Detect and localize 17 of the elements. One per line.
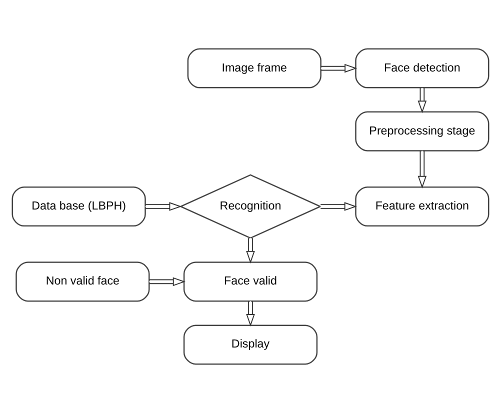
node-box: Non valid face <box>16 261 150 302</box>
arrow <box>320 63 358 72</box>
node-box: Face detection <box>355 48 490 88</box>
arrow <box>320 202 357 210</box>
node-diamond: Recognition <box>179 174 322 238</box>
node-box: Data base (LBPH) <box>12 186 146 226</box>
node-box: Image frame <box>187 48 322 88</box>
arrow <box>246 300 255 326</box>
node-box: Feature extraction <box>355 186 490 226</box>
node-box: Face valid <box>183 261 318 302</box>
arrow <box>246 237 255 264</box>
node-box: Preprocessing stage <box>355 110 490 151</box>
arrow <box>148 276 186 286</box>
node-box: Display <box>183 324 318 364</box>
arrow <box>145 202 182 210</box>
arrow <box>418 150 427 188</box>
arrow <box>418 86 427 113</box>
